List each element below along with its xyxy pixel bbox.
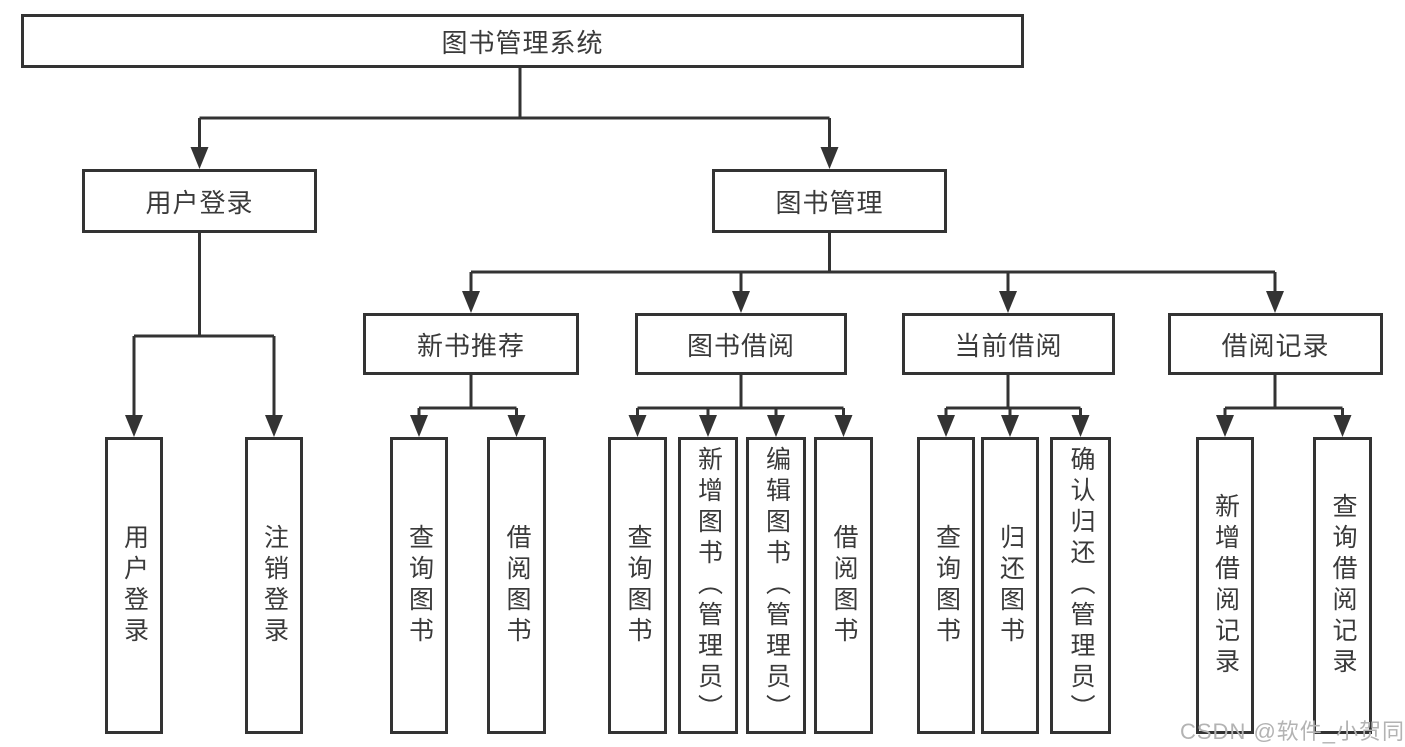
node-label: 用户登录 [145, 187, 254, 218]
connector-user-login-arrows [125, 415, 283, 437]
node-label: 借阅图书 [503, 523, 531, 648]
node-confirm-return-admin: 确认归还（管理员） [1050, 437, 1111, 734]
connector-root-arrows [190, 147, 839, 169]
node-borrow-books: 借阅图书 [814, 437, 873, 734]
connector-book-borrowing [636, 375, 845, 430]
connector-root [198, 68, 831, 162]
csdn-watermark: CSDN @软件_小贺同学 [1180, 719, 1405, 744]
node-label: 新书推荐 [416, 330, 525, 361]
connector-new-book-recommendation-arrows [410, 415, 526, 437]
node-query-books: 查询图书 [390, 437, 448, 734]
node-label: 查询图书 [624, 523, 652, 648]
node-query-borrow-record: 查询借阅记录 [1313, 437, 1372, 734]
node-label: 归还图书 [996, 523, 1025, 648]
node-label: 确认归还（管理员） [1067, 446, 1095, 725]
node-label: 查询借阅记录 [1329, 492, 1357, 679]
node-label: 图书管理 [775, 187, 884, 218]
node-book-management: 图书管理 [712, 169, 947, 233]
connector-borrowing-records [1223, 375, 1344, 430]
node-borrowing-records: 借阅记录 [1168, 313, 1383, 375]
node-return-books: 归还图书 [981, 437, 1039, 734]
node-label: 注销登录 [260, 523, 289, 648]
node-label: 图书管理系统 [441, 27, 604, 58]
node-current-borrowing: 当前借阅 [902, 313, 1115, 375]
connector-current-borrowing-arrows [937, 415, 1090, 437]
node-label: 查询图书 [932, 523, 961, 648]
node-user-login-leaf: 用户登录 [105, 437, 163, 734]
connector-new-book-recommendation [417, 375, 518, 430]
node-logout-login: 注销登录 [245, 437, 303, 734]
node-borrow-books: 借阅图书 [487, 437, 546, 734]
node-edit-book-admin: 编辑图书（管理员） [746, 437, 806, 734]
node-library-management-system: 图书管理系统 [21, 14, 1024, 68]
node-label: 查询图书 [405, 523, 434, 648]
node-label: 新增借阅记录 [1211, 492, 1240, 679]
node-new-book-recommendation: 新书推荐 [363, 313, 579, 375]
node-label: 借阅图书 [830, 523, 858, 648]
connector-book-management [469, 233, 1277, 306]
node-book-borrowing: 图书借阅 [635, 313, 847, 375]
node-query-books: 查询图书 [608, 437, 667, 734]
connector-user-login [132, 233, 276, 430]
node-query-books: 查询图书 [917, 437, 975, 734]
node-label: 借阅记录 [1221, 330, 1330, 361]
node-label: 编辑图书（管理员） [762, 446, 791, 725]
node-label: 图书借阅 [686, 330, 795, 361]
node-add-borrow-record: 新增借阅记录 [1196, 437, 1254, 734]
node-user-login: 用户登录 [82, 169, 317, 233]
connector-borrowing-records-arrows [1216, 415, 1352, 437]
node-label: 新增图书（管理员） [694, 446, 723, 725]
node-add-book-admin: 新增图书（管理员） [678, 437, 738, 734]
node-label: 用户登录 [120, 523, 149, 648]
node-label: 当前借阅 [954, 330, 1063, 361]
connector-book-borrowing-arrows [628, 415, 853, 437]
connector-book-management-arrows [462, 291, 1284, 313]
